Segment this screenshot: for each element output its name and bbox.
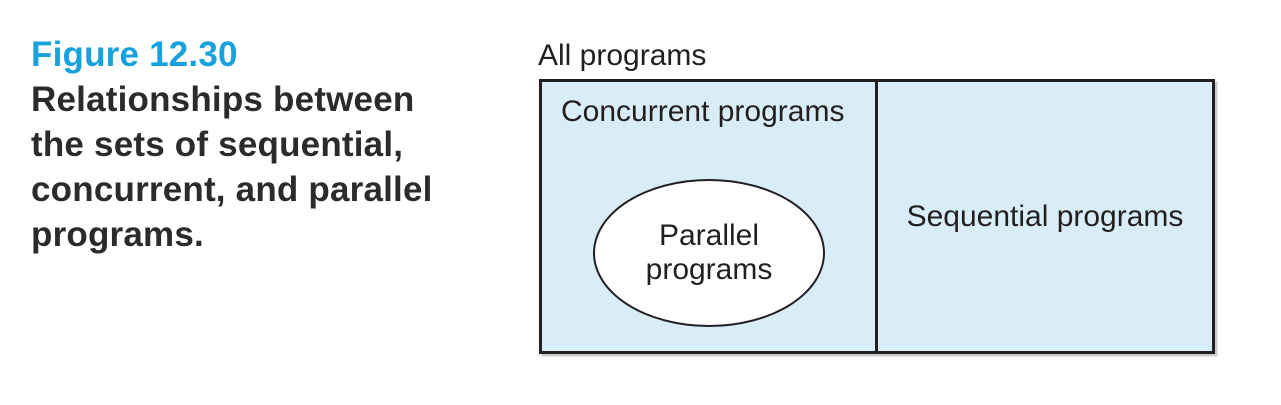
sequential-programs-region: Sequential programs xyxy=(878,82,1212,351)
parallel-programs-ellipse: Parallel programs xyxy=(593,179,825,327)
concurrent-programs-label: Concurrent programs xyxy=(561,95,845,128)
figure-number-label: Figure 12.30 xyxy=(31,35,238,74)
caption-line-3: concurrent, and parallel xyxy=(31,170,433,209)
caption-line-2: the sets of sequential, xyxy=(31,125,404,164)
concurrent-programs-region: Concurrent programs Parallel programs xyxy=(542,82,878,351)
figure-caption: Figure 12.30 Relationships between the s… xyxy=(31,32,491,257)
sequential-programs-label: Sequential programs xyxy=(906,199,1184,233)
all-programs-label: All programs xyxy=(538,39,707,72)
parallel-programs-label-line-1: Parallel xyxy=(658,219,760,252)
all-programs-set-box: Concurrent programs Parallel programs Se… xyxy=(539,79,1215,354)
caption-line-1: Relationships between xyxy=(31,80,415,119)
caption-line-4: programs. xyxy=(31,215,204,254)
parallel-programs-label-line-2: programs xyxy=(645,253,773,286)
